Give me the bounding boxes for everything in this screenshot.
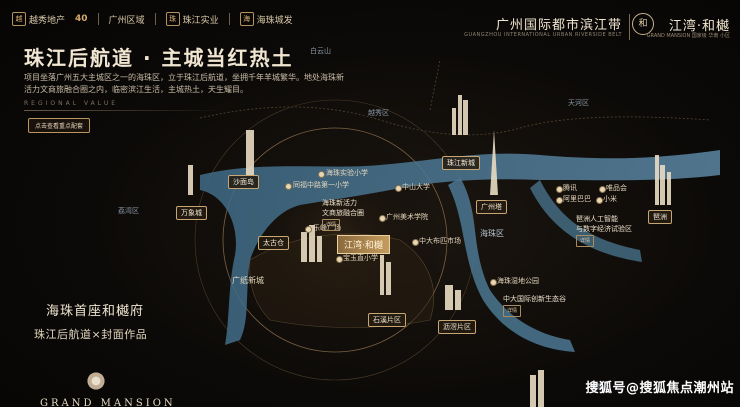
callout-line2: 与数字经济试验区 xyxy=(576,225,632,233)
callout-innovation-valley[interactable]: 中大国际创新生态谷 详情 xyxy=(503,294,566,317)
poi-marker xyxy=(318,171,325,178)
landmark-canton-tower[interactable]: 广州塔 xyxy=(476,200,507,214)
haizhu-dev-icon: 海 xyxy=(239,12,254,26)
poi-alibaba: 阿里巴巴 xyxy=(563,195,591,203)
poi-sun-yatsen-university: 中山大学 xyxy=(402,183,430,191)
haizhu-dev-logo: 海海珠城发 xyxy=(239,12,293,26)
slogan-subtitle: 珠江后航道×封面作品 xyxy=(34,328,148,341)
yuexiu-logo: 越越秀地产 xyxy=(12,12,65,26)
poi-vipshop: 唯品会 xyxy=(606,184,627,192)
poi-haizhu-experimental-school: 海珠实验小学 xyxy=(326,169,368,177)
poi-marker xyxy=(285,183,292,190)
landmark-lijiao[interactable]: 沥滘片区 xyxy=(438,320,476,334)
district-label-tianhe: 天河区 xyxy=(568,99,589,107)
divider xyxy=(97,13,99,25)
poi-cloth-market: 中大布匹市场 xyxy=(419,237,461,245)
landmark-shixi[interactable]: 石溪片区 xyxy=(368,313,406,327)
poi-tongfu-school: 同福中路第一小学 xyxy=(293,181,349,189)
pearl-industry-label: 珠江实业 xyxy=(182,15,219,26)
regional-value-label: REGIONAL VALUE xyxy=(24,100,118,107)
pearl-industry-icon: 珠 xyxy=(165,12,180,26)
partner-logos: 越越秀地产 40 广州区域 珠珠江实业 海海珠城发 xyxy=(12,10,293,28)
view-facilities-button[interactable]: 点击查看重点配套 xyxy=(28,118,91,133)
poi-marker xyxy=(395,185,402,192)
yuexiu-icon: 越 xyxy=(12,12,26,26)
slogan: 海珠首座和樾府 xyxy=(46,304,145,319)
brand-title-sub: GUANGZHOU INTERNATIONAL URBAN RIVERSIDE … xyxy=(464,32,622,38)
divider xyxy=(154,13,156,25)
poi-academy-fine-arts: 广州美术学院 xyxy=(386,213,428,221)
guangzhou-region-label: 广州区域 xyxy=(108,15,145,26)
intro-description: 项目坐落广州五大主城区之一的海珠区，立于珠江后航道，坐拥千年羊城繁华。地处海珠新… xyxy=(24,73,344,94)
radius-ring xyxy=(222,127,448,353)
poi-marker xyxy=(379,215,386,222)
brand-name: 江湾·和樾 xyxy=(668,19,730,34)
landmark-guangzhi-newtown: 广纸新城 xyxy=(232,276,264,285)
district-label-baiyun: 白云山 xyxy=(310,47,331,55)
poi-marker xyxy=(305,226,312,233)
brand-title: 广州国际都市滨江带 xyxy=(495,18,622,33)
brand-divider xyxy=(629,14,630,40)
callout-line1: 中大国际创新生态谷 xyxy=(503,295,566,303)
poi-tencent: 腾讯 xyxy=(563,184,577,192)
detail-button[interactable]: 详情 xyxy=(322,219,341,231)
landmark-shamian[interactable]: 沙面岛 xyxy=(228,175,259,189)
district-label-yuexiu: 越秀区 xyxy=(368,109,389,117)
callout-line1: 海珠新活力 xyxy=(322,199,357,207)
poi-marker xyxy=(412,239,419,246)
callout-line2: 文商旅融合圈 xyxy=(322,209,364,217)
poi-haizhu-wetland: 海珠湿地公园 xyxy=(497,277,539,285)
page-title: 珠江后航道 · 主城当红热土 xyxy=(24,46,294,70)
poi-lefeng-plaza: 乐峰广场 xyxy=(313,224,341,232)
regional-divider xyxy=(24,110,224,111)
district-label-haizhu: 海珠区 xyxy=(480,229,504,238)
callout-ai-zone[interactable]: 琶洲人工智能 与数字经济试验区 详情 xyxy=(576,214,632,247)
callout-line1: 琶洲人工智能 xyxy=(576,215,618,223)
poi-marker xyxy=(556,186,563,193)
pearl-industry-logo: 珠珠江实业 xyxy=(165,12,219,26)
district-label-liwan: 荔湾区 xyxy=(118,207,139,215)
poi-marker xyxy=(336,256,343,263)
poi-xiaomi: 小米 xyxy=(603,195,617,203)
landmark-zhujiang-newtown[interactable]: 珠江新城 xyxy=(442,156,480,170)
poi-marker xyxy=(596,197,603,204)
landmark-taikoo-cang[interactable]: 太古仓 xyxy=(258,236,289,250)
river-branch-east xyxy=(448,178,575,352)
pearl-river xyxy=(200,150,720,345)
watermark: 搜狐号@搜狐焦点潮州站 xyxy=(585,381,734,396)
landmark-wanxiangcheng[interactable]: 万象城 xyxy=(176,206,207,220)
poi-marker xyxy=(599,186,606,193)
district-label-panyu: 番禺区 xyxy=(590,383,611,391)
detail-button[interactable]: 详情 xyxy=(576,235,595,247)
landmark-pazhou[interactable]: 琶洲 xyxy=(648,210,672,224)
haizhu-dev-label: 海珠城发 xyxy=(256,15,293,26)
callout-culture-circle[interactable]: 海珠新活力 文商旅融合圈 详情 xyxy=(322,198,364,231)
anniversary-badge: 40 xyxy=(75,14,88,24)
poi-marker xyxy=(490,279,497,286)
project-location-tag[interactable]: 江湾·和樾 xyxy=(337,235,390,254)
brand-english-name: GRAND MANSION xyxy=(40,398,176,407)
brand-mark-icon: 和 xyxy=(632,13,654,35)
detail-button[interactable]: 详情 xyxy=(503,305,522,317)
poi-baoyu-school: 宝玉直小学 xyxy=(343,254,378,262)
divider xyxy=(228,13,230,25)
yuexiu-label: 越秀地产 xyxy=(29,15,66,26)
poi-marker xyxy=(556,197,563,204)
flower-logo-icon xyxy=(86,371,106,391)
brand-name-sub: GRAND MANSION 国家级 华南 小区 xyxy=(646,33,730,39)
tower-cluster xyxy=(188,95,671,407)
